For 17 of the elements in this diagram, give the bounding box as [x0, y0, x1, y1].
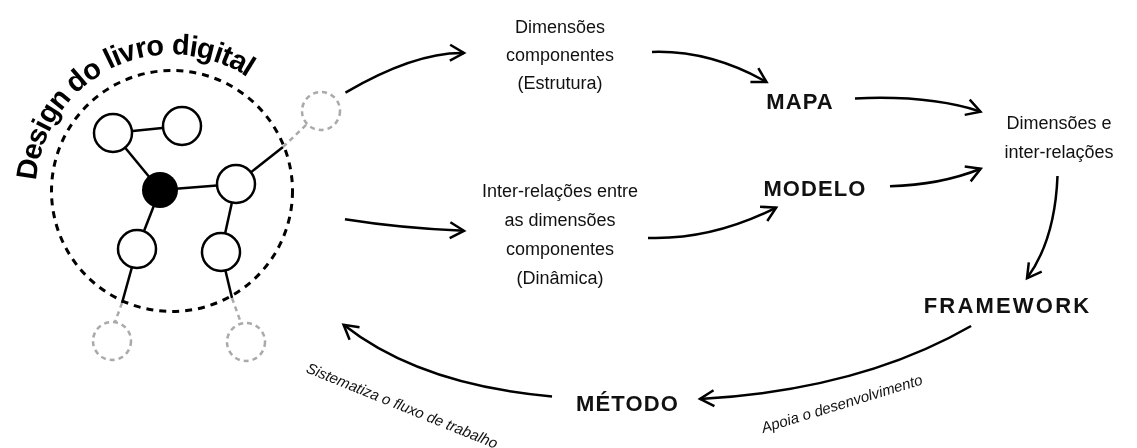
curved-arrow	[648, 205, 778, 240]
curved-arrow	[342, 323, 553, 398]
curved-arrow	[698, 324, 972, 408]
node-title: MAPA	[766, 88, 834, 116]
node-title: MÉTODO	[576, 389, 679, 418]
curved-arrow	[889, 165, 982, 188]
node-text: Dimensões componentes (Estrutura)	[504, 16, 616, 95]
node-title: FRAMEWORK	[923, 291, 1092, 320]
curved-arrow	[344, 217, 466, 240]
curved-arrow	[854, 96, 982, 117]
node-text: Dimensões e inter-relações	[1003, 111, 1115, 164]
node-text: Inter-relações entre as dimensões componentes (Dinâmica)	[480, 180, 640, 290]
diagram-heading: Design do livro digital	[8, 28, 263, 178]
node-title: MODELO	[763, 175, 867, 203]
curved-arrow	[1025, 175, 1059, 280]
curved-arrow	[652, 50, 768, 84]
curved-arrow	[344, 43, 466, 94]
